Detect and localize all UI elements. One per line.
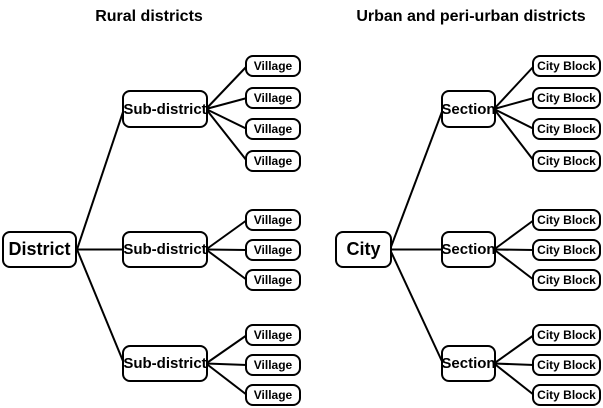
node-city-block-1-1: City Block xyxy=(532,55,601,77)
node-city-block-1-2: City Block xyxy=(532,87,601,109)
node-section-3: Section xyxy=(441,345,496,382)
node-section-2: Section xyxy=(441,231,496,268)
node-village-3-1: Village xyxy=(245,324,301,346)
node-city-block-3-3: City Block xyxy=(532,384,601,406)
node-sub-district-2: Sub-district xyxy=(122,231,208,268)
node-city-block-2-3: City Block xyxy=(532,269,601,291)
node-sub-district-3: Sub-district xyxy=(122,345,208,382)
node-village-2-2: Village xyxy=(245,239,301,261)
node-city-block-1-3: City Block xyxy=(532,118,601,140)
node-city: City xyxy=(335,231,392,268)
node-section-1: Section xyxy=(441,90,496,128)
rural-tree-title: Rural districts xyxy=(95,8,203,25)
node-city-block-3-1: City Block xyxy=(532,324,601,346)
node-city-block-1-4: City Block xyxy=(532,150,601,172)
node-city-block-2-1: City Block xyxy=(532,209,601,231)
node-district: District xyxy=(2,231,77,268)
node-city-block-2-2: City Block xyxy=(532,239,601,261)
node-village-2-3: Village xyxy=(245,269,301,291)
node-city-block-3-2: City Block xyxy=(532,354,601,376)
node-village-1-4: Village xyxy=(245,150,301,172)
node-village-1-3: Village xyxy=(245,118,301,140)
node-village-3-2: Village xyxy=(245,354,301,376)
node-village-2-1: Village xyxy=(245,209,301,231)
node-village-1-2: Village xyxy=(245,87,301,109)
node-village-3-3: Village xyxy=(245,384,301,406)
urban-tree-title: Urban and peri-urban districts xyxy=(356,8,586,25)
node-sub-district-1: Sub-district xyxy=(122,90,208,128)
node-village-1-1: Village xyxy=(245,55,301,77)
